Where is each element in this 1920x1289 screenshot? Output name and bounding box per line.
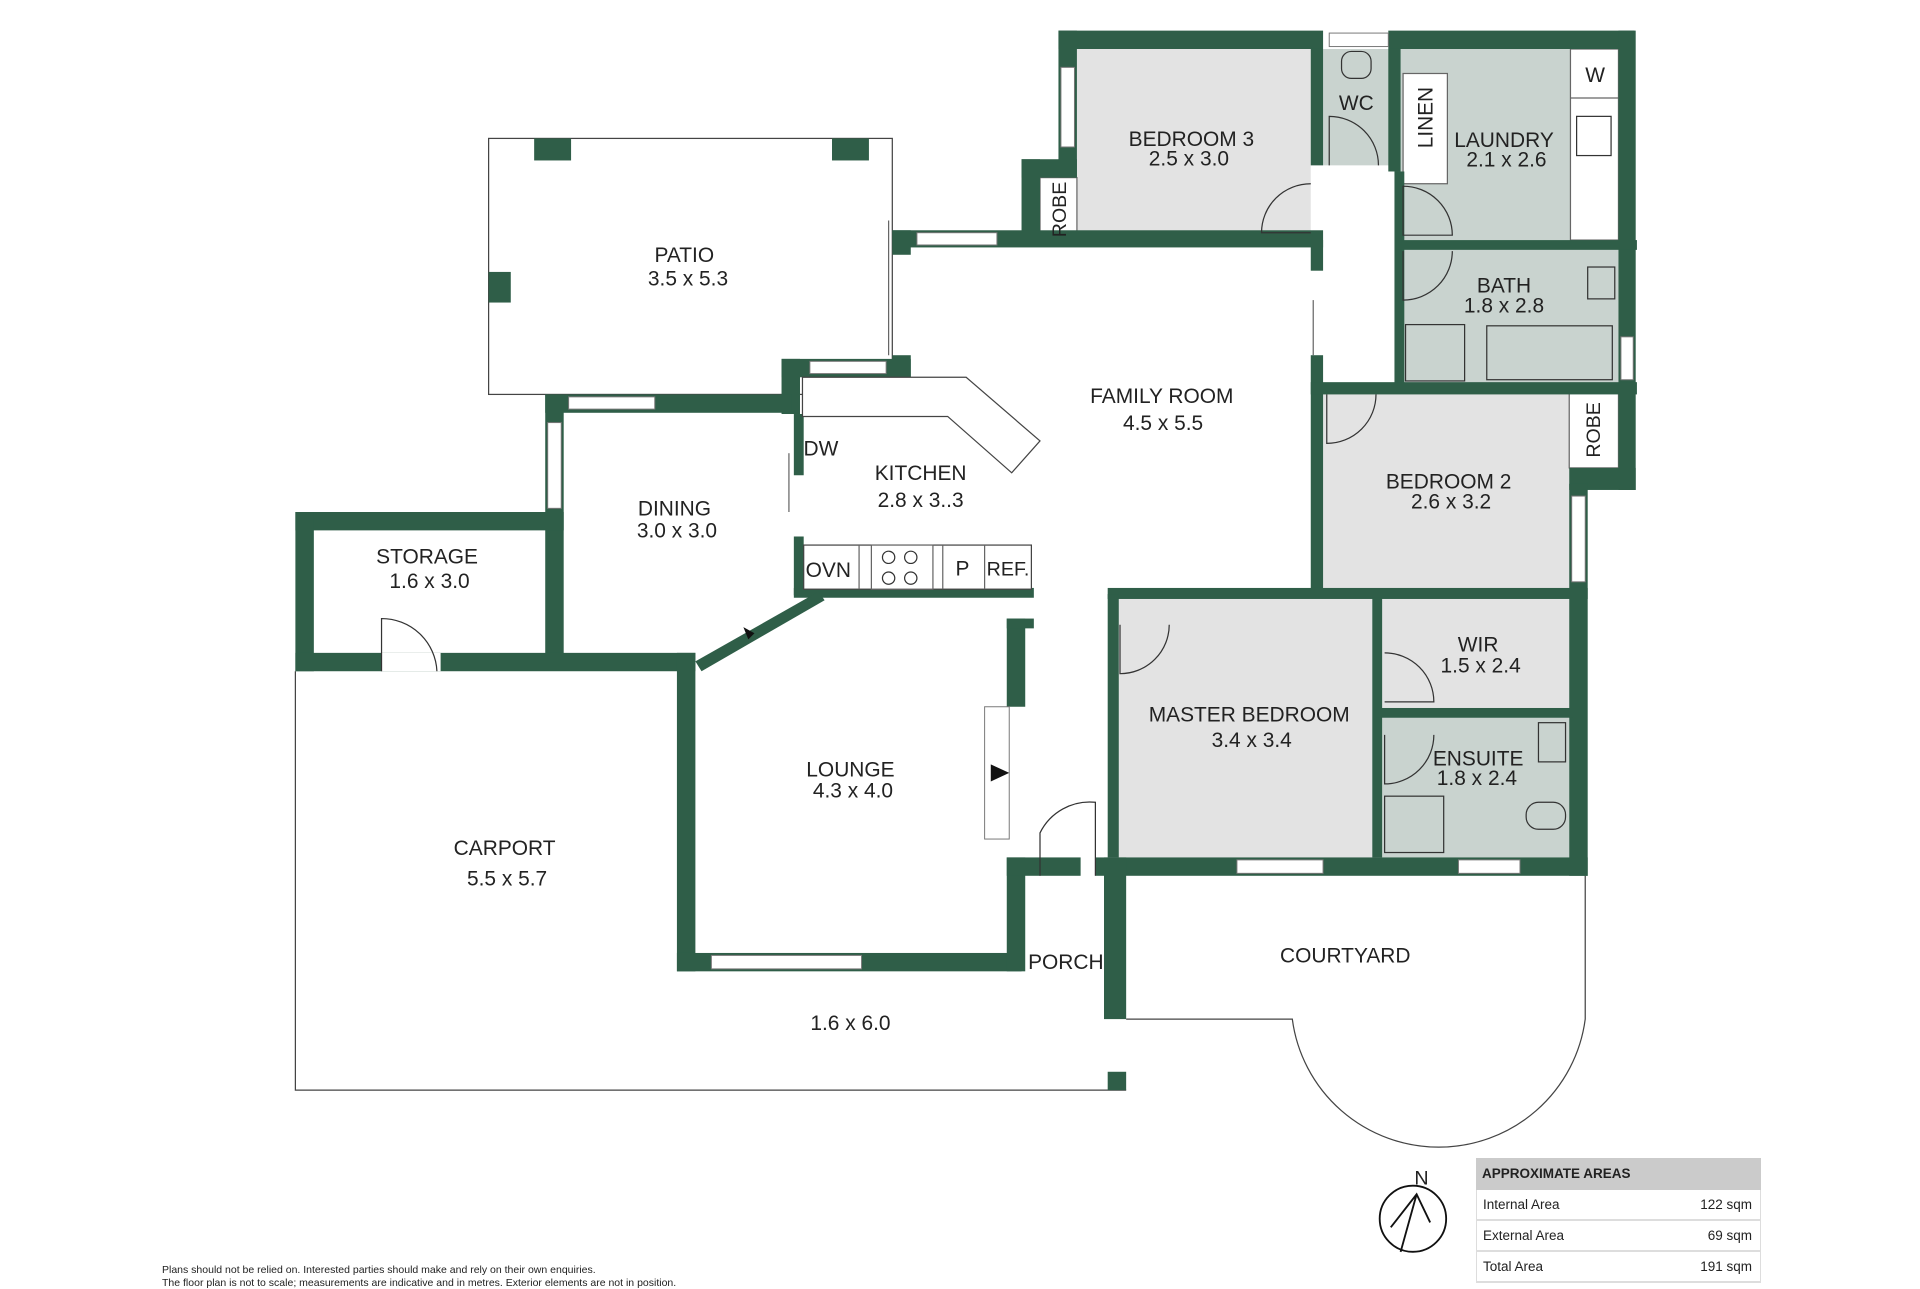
areas-row: Internal Area 122 sqm	[1476, 1190, 1761, 1221]
porch-label: PORCH	[1028, 951, 1104, 974]
ensuite-size: 1.8 x 2.4	[1437, 767, 1517, 790]
carport-label: CARPORT	[454, 837, 556, 860]
storage-size: 1.6 x 3.0	[389, 570, 469, 593]
w-label: W	[1585, 64, 1605, 87]
disclaimer-line-1: Plans should not be relied on. Intereste…	[162, 1264, 596, 1276]
lounge-size: 4.3 x 4.0	[813, 779, 893, 802]
cooktop	[870, 544, 934, 590]
doors	[380, 115, 1453, 876]
storage-label: STORAGE	[376, 545, 478, 568]
master-fill	[1117, 597, 1376, 858]
dw-label: DW	[803, 438, 838, 461]
ovn-label: OVN	[806, 559, 851, 582]
area-label: External Area	[1483, 1228, 1565, 1243]
dining-size: 3.0 x 3.0	[637, 520, 717, 543]
kitchen-label: KITCHEN	[875, 462, 967, 485]
robe2-label: ROBE	[1583, 402, 1605, 457]
master-label: MASTER BEDROOM	[1149, 703, 1350, 726]
master-size: 3.4 x 3.4	[1212, 729, 1292, 752]
areas-table: APPROXIMATE AREAS Internal Area 122 sqm E…	[1476, 1158, 1761, 1283]
bedroom2-label: BEDROOM 2	[1386, 471, 1511, 494]
bath-size: 1.8 x 2.8	[1464, 294, 1544, 317]
ensuite-shower-icon	[1384, 795, 1445, 854]
bedroom2-fill	[1323, 391, 1570, 588]
wc-fill	[1323, 48, 1391, 166]
courtyard-label: COURTYARD	[1280, 945, 1410, 968]
sink-icon	[1576, 115, 1612, 157]
area-value: 69 sqm	[1707, 1228, 1752, 1243]
compass-n-label: N	[1414, 1168, 1428, 1190]
bedroom3-size: 2.5 x 3.0	[1149, 147, 1229, 170]
laundry-label: LAUNDRY	[1454, 129, 1554, 152]
family-label: FAMILY ROOM	[1090, 385, 1233, 408]
shower-icon	[1404, 323, 1466, 382]
basin-icon	[1587, 266, 1616, 300]
ref-label: REF.	[987, 559, 1030, 581]
pantry-label: P	[955, 558, 969, 581]
patio-size: 3.5 x 5.3	[648, 267, 728, 290]
linen-label: LINEN	[1415, 87, 1438, 148]
patio-label: PATIO	[654, 244, 714, 267]
robe1-label: ROBE	[1049, 182, 1071, 237]
arrow-marker	[743, 627, 755, 640]
bathtub-icon	[1486, 325, 1613, 381]
ensuite-label: ENSUITE	[1433, 748, 1524, 771]
areas-row: Total Area 191 sqm	[1476, 1252, 1761, 1283]
dining-label: DINING	[638, 498, 711, 521]
bedroom3-label: BEDROOM 3	[1129, 128, 1254, 151]
bath-label: BATH	[1477, 275, 1531, 298]
wir-size: 1.5 x 2.4	[1441, 655, 1521, 678]
areas-row: External Area 69 sqm	[1476, 1221, 1761, 1252]
bedroom2-size: 2.6 x 3.2	[1411, 490, 1491, 513]
area-value: 191 sqm	[1700, 1259, 1752, 1274]
courtyard-outline	[1126, 875, 1586, 1148]
arrow-marker	[990, 764, 1010, 782]
ensuite-basin-icon	[1537, 722, 1567, 763]
carport-outline	[294, 671, 1127, 1091]
area-value: 122 sqm	[1700, 1197, 1752, 1212]
porch-size: 1.6 x 6.0	[810, 1012, 890, 1035]
north-compass-icon: N	[1378, 1168, 1448, 1253]
bedroom3-fill	[1076, 48, 1311, 241]
wc-toilet-icon	[1340, 50, 1372, 80]
linen-cupboard	[1402, 72, 1448, 185]
bath-fill	[1400, 249, 1619, 385]
carport-size: 5.5 x 5.7	[467, 868, 547, 891]
wir-label: WIR	[1458, 634, 1499, 657]
wc-label: WC	[1339, 92, 1374, 115]
disclaimer-line-2: The floor plan is not to scale; measurem…	[162, 1277, 677, 1289]
area-label: Total Area	[1483, 1259, 1544, 1274]
lounge-label: LOUNGE	[806, 759, 894, 782]
laundry-size: 2.1 x 2.6	[1466, 149, 1546, 172]
kitchen-island	[801, 376, 1041, 474]
walls	[295, 30, 1637, 1020]
areas-title: APPROXIMATE AREAS	[1476, 1158, 1761, 1190]
kitchen-size: 2.8 x 3..3	[878, 489, 964, 512]
toilet-icon	[1525, 801, 1567, 830]
area-label: Internal Area	[1483, 1197, 1560, 1212]
family-size: 4.5 x 5.5	[1123, 412, 1203, 435]
wir-fill	[1382, 597, 1570, 708]
